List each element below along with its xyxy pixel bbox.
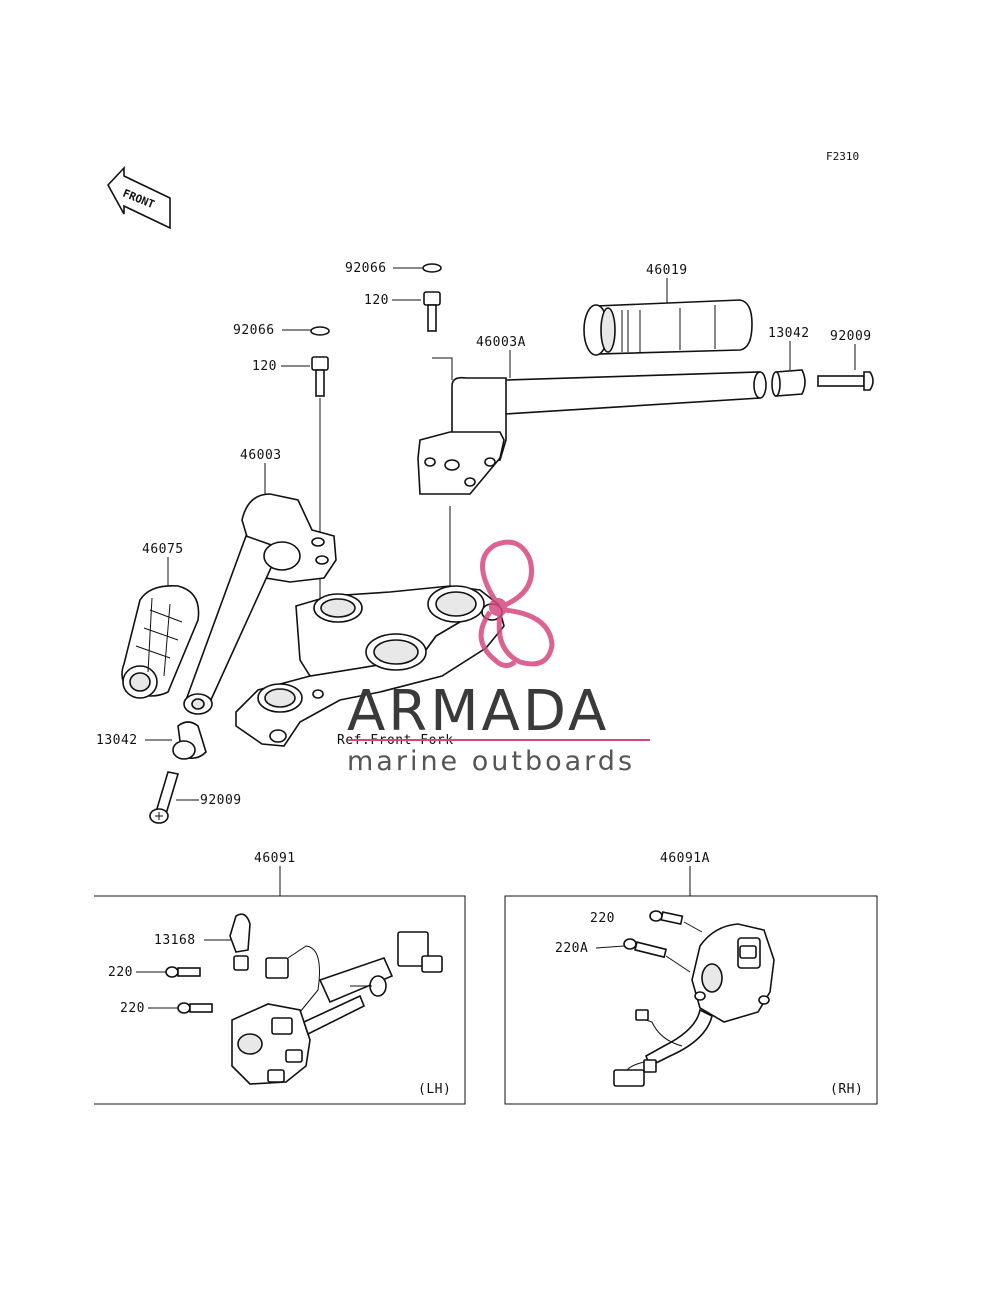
label-120-left: 120: [252, 359, 277, 374]
bar-end-weight-left: [172, 721, 207, 760]
label-92066-left: 92066: [233, 323, 275, 338]
left-handlebar: [183, 493, 337, 715]
washer-92066-left: [310, 326, 330, 336]
clutch-switch-13168: [229, 913, 251, 971]
bolt-120-top: [423, 291, 441, 332]
lh-wiring-harness: [265, 931, 443, 1013]
rh-switch-housing: [691, 923, 775, 1023]
rh-label: (RH): [830, 1082, 863, 1097]
label-46019: 46019: [646, 263, 688, 278]
label-13042-left: 13042: [96, 733, 138, 748]
label-46091: 46091: [254, 851, 296, 866]
screw-220-lh-a: [165, 966, 201, 978]
bolt-120-left: [311, 356, 329, 397]
label-220-lh-b: 220: [120, 1001, 145, 1016]
screw-220-rh: [649, 910, 684, 926]
label-220-lh-a: 220: [108, 965, 133, 980]
screw-92009-right: [817, 371, 874, 391]
bar-end-weight-right: [771, 369, 806, 397]
label-92066-top: 92066: [345, 261, 387, 276]
left-grip: [121, 584, 200, 699]
label-92009-left: 92009: [200, 793, 242, 808]
label-220A-rh: 220A: [555, 941, 588, 956]
watermark-brand: ARMADA: [347, 679, 609, 744]
label-13168: 13168: [154, 933, 196, 948]
label-46075: 46075: [142, 542, 184, 557]
label-13042-right: 13042: [768, 326, 810, 341]
rh-switch-panel: [504, 895, 878, 1105]
washer-92066-top: [422, 263, 442, 273]
label-46003: 46003: [240, 448, 282, 463]
armada-logo-icon: [478, 539, 555, 668]
label-220-rh: 220: [590, 911, 615, 926]
lh-switch-housing: [231, 994, 366, 1085]
figure-code: F2310: [826, 150, 859, 163]
right-throttle-grip: [583, 299, 753, 356]
lh-label: (LH): [418, 1082, 451, 1097]
lh-switch-panel: [94, 895, 466, 1105]
label-46003A: 46003A: [476, 335, 526, 350]
screw-92009-left: [149, 771, 180, 824]
front-arrow-icon: FRONT: [107, 165, 171, 230]
rh-wiring-harness: [613, 1008, 713, 1087]
watermark-tagline: marine outboards: [347, 746, 635, 777]
label-92009-right: 92009: [830, 329, 872, 344]
label-120-top: 120: [364, 293, 389, 308]
label-46091A: 46091A: [660, 851, 710, 866]
screw-220A-rh: [623, 938, 668, 959]
screw-220-lh-b: [177, 1002, 213, 1014]
right-handlebar: [417, 357, 767, 495]
